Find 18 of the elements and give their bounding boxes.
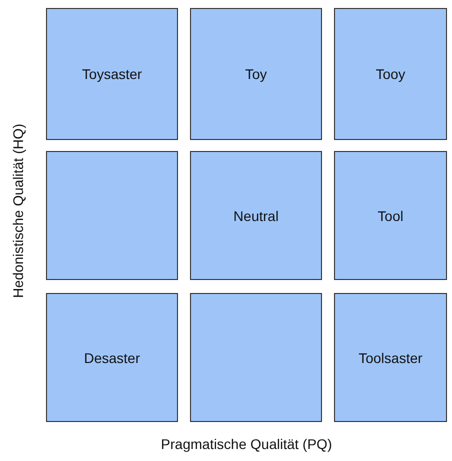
quadrant-label: Toy	[245, 66, 267, 82]
quadrant-box	[334, 293, 447, 422]
quadrant-box	[334, 151, 447, 280]
y-axis-label: Hedonistische Qualität (HQ)	[10, 122, 26, 300]
quadrant-label: Toolsaster	[358, 350, 422, 366]
quadrant-box	[190, 8, 322, 140]
x-axis-label: Pragmatische Qualität (PQ)	[160, 436, 334, 452]
quadrant-box	[46, 8, 178, 140]
empty-quadrant-box	[190, 293, 322, 422]
quadrant-label: Tool	[378, 208, 404, 224]
quadrant-label: Neutral	[233, 208, 279, 224]
quadrant-label: Toysaster	[82, 66, 142, 82]
quadrant-box	[46, 293, 178, 422]
quadrant-label: Tooy	[376, 66, 406, 82]
quadrant-box	[334, 8, 447, 140]
empty-quadrant-box	[46, 151, 178, 280]
quadrant-box	[190, 151, 322, 280]
quadrant-label: Desaster	[84, 350, 140, 366]
